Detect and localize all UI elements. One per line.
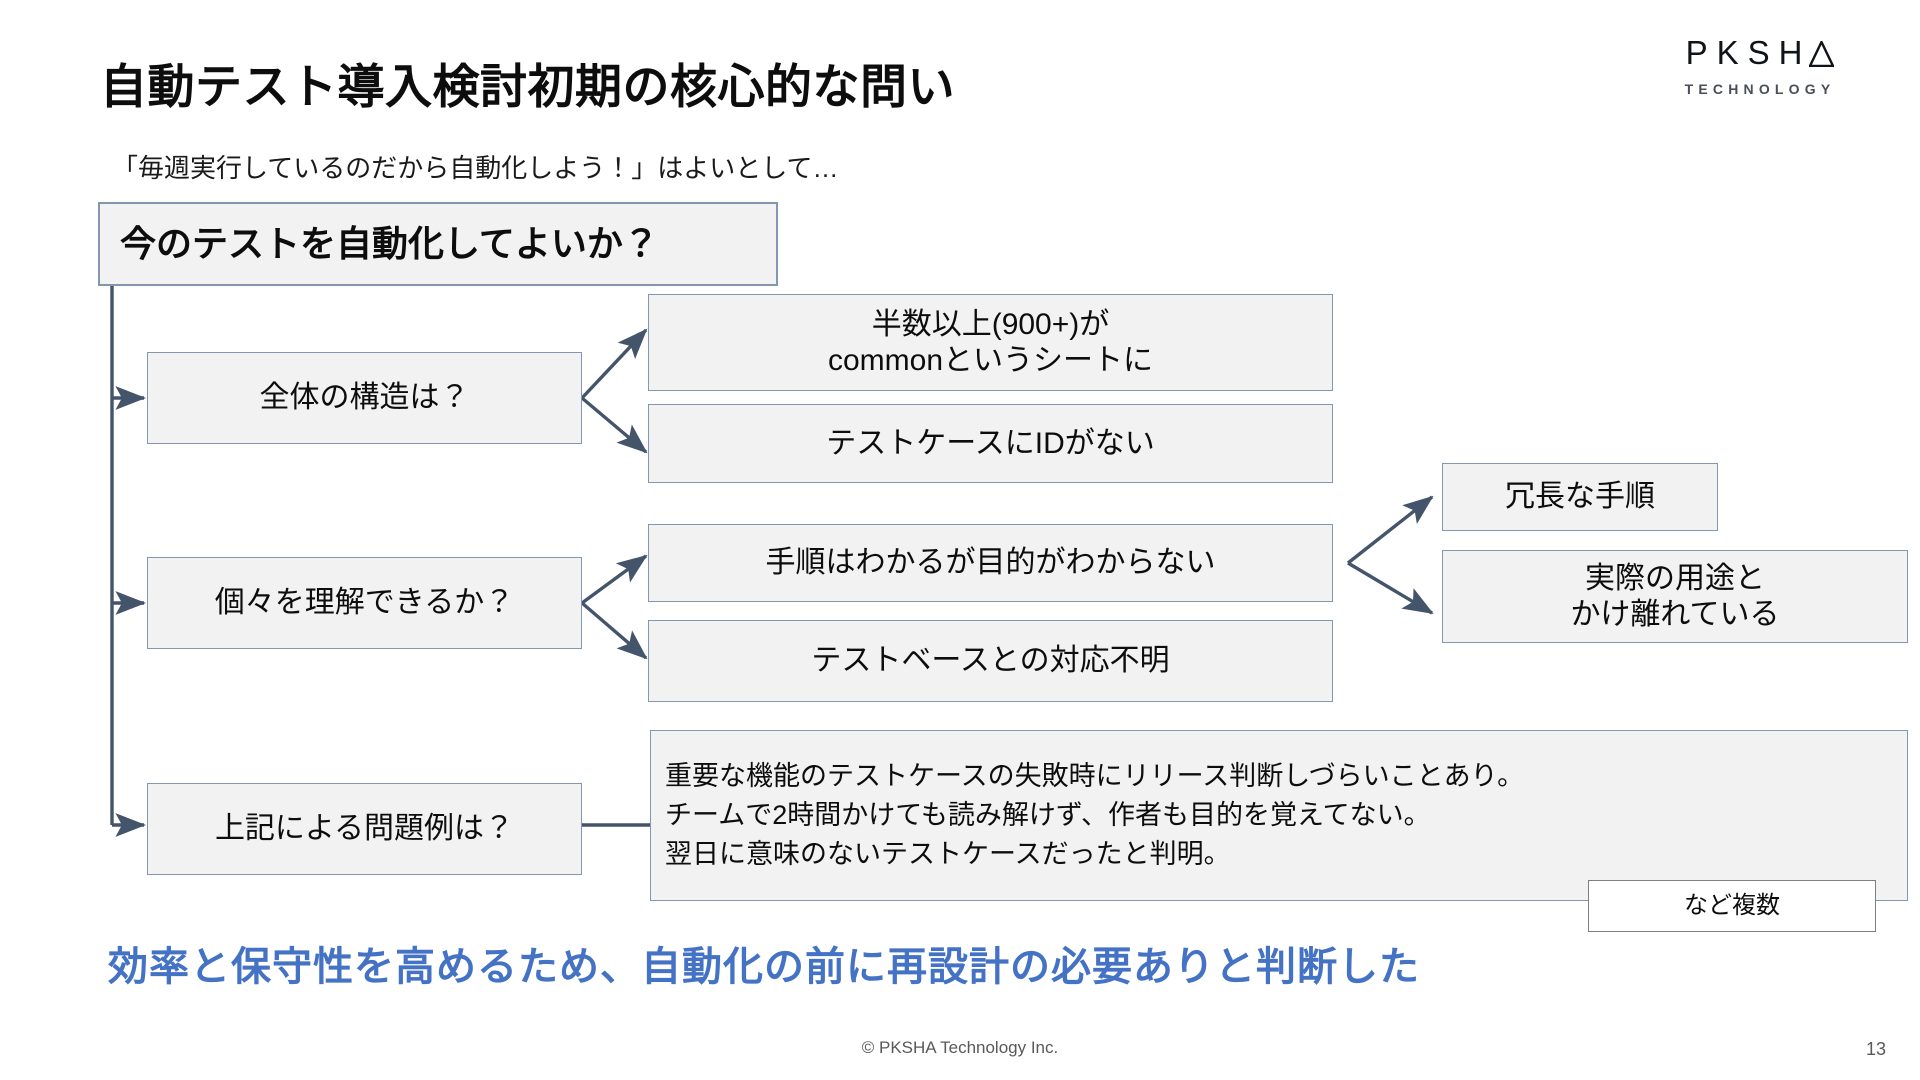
branch-question-problem-examples[interactable]: 上記による問題例は？ bbox=[147, 783, 582, 875]
consequence-redundant-steps-label: 冗長な手順 bbox=[1505, 480, 1655, 514]
conclusion-statement: 効率と保守性を高めるため、自動化の前に再設計の必要ありと判断した bbox=[108, 945, 1420, 989]
consequence-arrow-a bbox=[1346, 495, 1434, 565]
consequence-arrow-b bbox=[1347, 561, 1434, 615]
branch2-arrow-a bbox=[580, 554, 648, 605]
problem-examples-text: 重要な機能のテストケースの失敗時にリリース判断しづらいことあり。 チームで2時間… bbox=[665, 761, 1525, 869]
pksha-logo: PKSH TECHNOLOGY bbox=[1635, 36, 1885, 96]
answer-testbasis-unclear-label: テストベースとの対応不明 bbox=[811, 644, 1170, 678]
answer-common-sheet[interactable]: 半数以上(900+)が commonというシートに bbox=[648, 294, 1333, 391]
consequence-redundant-steps[interactable]: 冗長な手順 bbox=[1442, 463, 1718, 531]
logo-tagline: TECHNOLOGY bbox=[1684, 81, 1836, 97]
problem-examples-text-box[interactable]: 重要な機能のテストケースの失敗時にリリース判断しづらいことあり。 チームで2時間… bbox=[650, 730, 1908, 901]
footer-copyright: © PKSHA Technology Inc. bbox=[861, 1038, 1059, 1057]
answer-unknown-purpose[interactable]: 手順はわかるが目的がわからない bbox=[648, 524, 1333, 602]
consequence-far-from-use-label: 実際の用途と かけ離れている bbox=[1570, 562, 1780, 631]
logo-wordmark: PKSH bbox=[1635, 36, 1885, 69]
page-number: 13 bbox=[1865, 1039, 1886, 1059]
answer-unknown-purpose-label: 手順はわかるが目的がわからない bbox=[765, 546, 1216, 580]
branch-question-understanding-label: 個々を理解できるか？ bbox=[214, 586, 515, 620]
slide-subtitle: 「毎週実行しているのだから自動化しよう！」はよいとして… bbox=[112, 153, 839, 183]
answer-no-test-id[interactable]: テストケースにIDがない bbox=[648, 404, 1333, 483]
logo-delta-a-icon bbox=[1809, 41, 1835, 67]
branch1-arrow-a bbox=[580, 328, 648, 400]
note-multiple-label: など複数 bbox=[1684, 891, 1780, 919]
branch-question-structure[interactable]: 全体の構造は？ bbox=[147, 352, 582, 444]
branch1-arrow-b bbox=[580, 396, 648, 454]
note-multiple-badge: など複数 bbox=[1588, 880, 1876, 932]
consequence-far-from-use[interactable]: 実際の用途と かけ離れている bbox=[1442, 550, 1908, 643]
logo-wordmark-text: PKSH bbox=[1685, 34, 1812, 71]
page-title: 自動テスト導入検討初期の核心的な問い bbox=[100, 60, 955, 113]
branch-question-problem-examples-label: 上記による問題例は？ bbox=[214, 812, 515, 846]
branch-question-understanding[interactable]: 個々を理解できるか？ bbox=[147, 557, 582, 649]
answer-common-sheet-label: 半数以上(900+)が commonというシートに bbox=[827, 308, 1154, 377]
answer-testbasis-unclear[interactable]: テストベースとの対応不明 bbox=[648, 620, 1333, 702]
root-question-box[interactable]: 今のテストを自動化してよいか？ bbox=[98, 202, 778, 286]
branch-question-structure-label: 全体の構造は？ bbox=[259, 381, 470, 415]
branch2-arrow-b bbox=[580, 601, 648, 660]
answer-no-test-id-label: テストケースにIDがない bbox=[826, 426, 1155, 460]
root-question-label: 今のテストを自動化してよいか？ bbox=[120, 222, 659, 264]
